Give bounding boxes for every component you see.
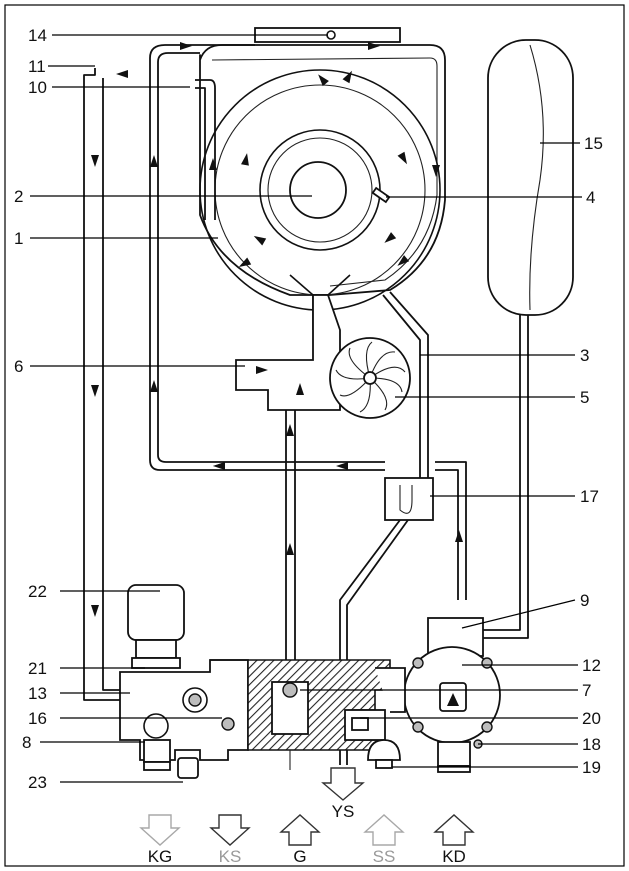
label-kg: KG [148, 847, 173, 866]
callout-16: 16 [28, 709, 47, 728]
callout-7: 7 [582, 681, 591, 700]
callout-4: 4 [586, 188, 595, 207]
pump-direction-icon [447, 693, 459, 706]
stub-kg [143, 761, 171, 771]
callout-10: 10 [28, 78, 47, 97]
callout-23: 23 [28, 773, 47, 792]
drain-tap [177, 757, 199, 779]
ks-arrow-icon [209, 814, 251, 846]
label-ss: SS [373, 847, 396, 866]
expansion-membrane [529, 44, 544, 311]
stub-kd [437, 765, 471, 773]
fill-valve-base [143, 739, 171, 763]
mixing-chamber [235, 294, 341, 411]
kd-arrow-icon [433, 814, 475, 846]
flow-arrows [91, 42, 463, 617]
vessel-pipe [470, 315, 529, 639]
return-pipe [435, 461, 467, 600]
hydraulic-block-left [119, 659, 249, 761]
callout-13: 13 [28, 684, 47, 703]
pressure-line [382, 291, 429, 520]
callout-21: 21 [28, 659, 47, 678]
ignition-electrode [371, 186, 391, 204]
callout-11: 11 [28, 57, 46, 76]
label-kd: KD [442, 847, 466, 866]
gas-riser [285, 410, 296, 665]
bypass-valve [367, 739, 401, 761]
label-g: G [293, 847, 306, 866]
pump-bolt-br [481, 721, 493, 733]
gas-valve-flange [131, 657, 181, 669]
callout-18: 18 [582, 735, 601, 754]
callout-6: 6 [14, 357, 23, 376]
g-arrow-icon [279, 814, 321, 846]
pump-bolt-tr [481, 657, 493, 669]
fan-hub [363, 371, 377, 385]
callout-8: 8 [22, 733, 31, 752]
bypass-stem [375, 759, 393, 769]
left-outer-pipe [83, 68, 128, 701]
ys-arrow-icon [321, 767, 365, 801]
hex-coil [399, 485, 413, 514]
diagram-frame [4, 4, 625, 867]
callout-17: 17 [580, 487, 599, 506]
kg-arrow-icon [139, 814, 181, 846]
callout-14: 14 [28, 26, 47, 45]
inner-return-pipe [195, 79, 216, 220]
callout-5: 5 [580, 388, 589, 407]
fill-valve [143, 713, 169, 739]
callout-20: 20 [582, 709, 601, 728]
callout-22: 22 [28, 582, 47, 601]
callout-1: 1 [14, 229, 23, 248]
combustion-chamber-inner [267, 137, 373, 243]
flow-sensor-core [188, 693, 202, 707]
safety-valve [221, 717, 235, 731]
pump-bolt-bl [412, 721, 424, 733]
label-ys: YS [332, 802, 355, 821]
callout-2: 2 [14, 187, 23, 206]
ss-arrow-icon [363, 814, 405, 846]
pump-bolt-tl [412, 657, 424, 669]
expansion-vessel [487, 39, 574, 316]
burner [289, 161, 347, 219]
plate-heat-exchanger [384, 477, 434, 521]
heat-exchanger-inner [211, 57, 438, 287]
label-ks: KS [219, 847, 242, 866]
callout-15: 15 [584, 134, 603, 153]
gas-valve-coil [127, 584, 185, 641]
gas-valve-neck [135, 639, 177, 659]
pump-base [437, 741, 471, 767]
diverter-valve-knob [282, 682, 298, 698]
flow-sensor [182, 687, 208, 713]
pressure-switch-inner [351, 717, 369, 731]
callout-9: 9 [580, 591, 589, 610]
heating-flow-pipe [149, 44, 385, 471]
callout-12: 12 [582, 656, 601, 675]
callout-3: 3 [580, 346, 589, 365]
callout-19: 19 [582, 758, 601, 777]
callout-leaders [30, 34, 582, 783]
